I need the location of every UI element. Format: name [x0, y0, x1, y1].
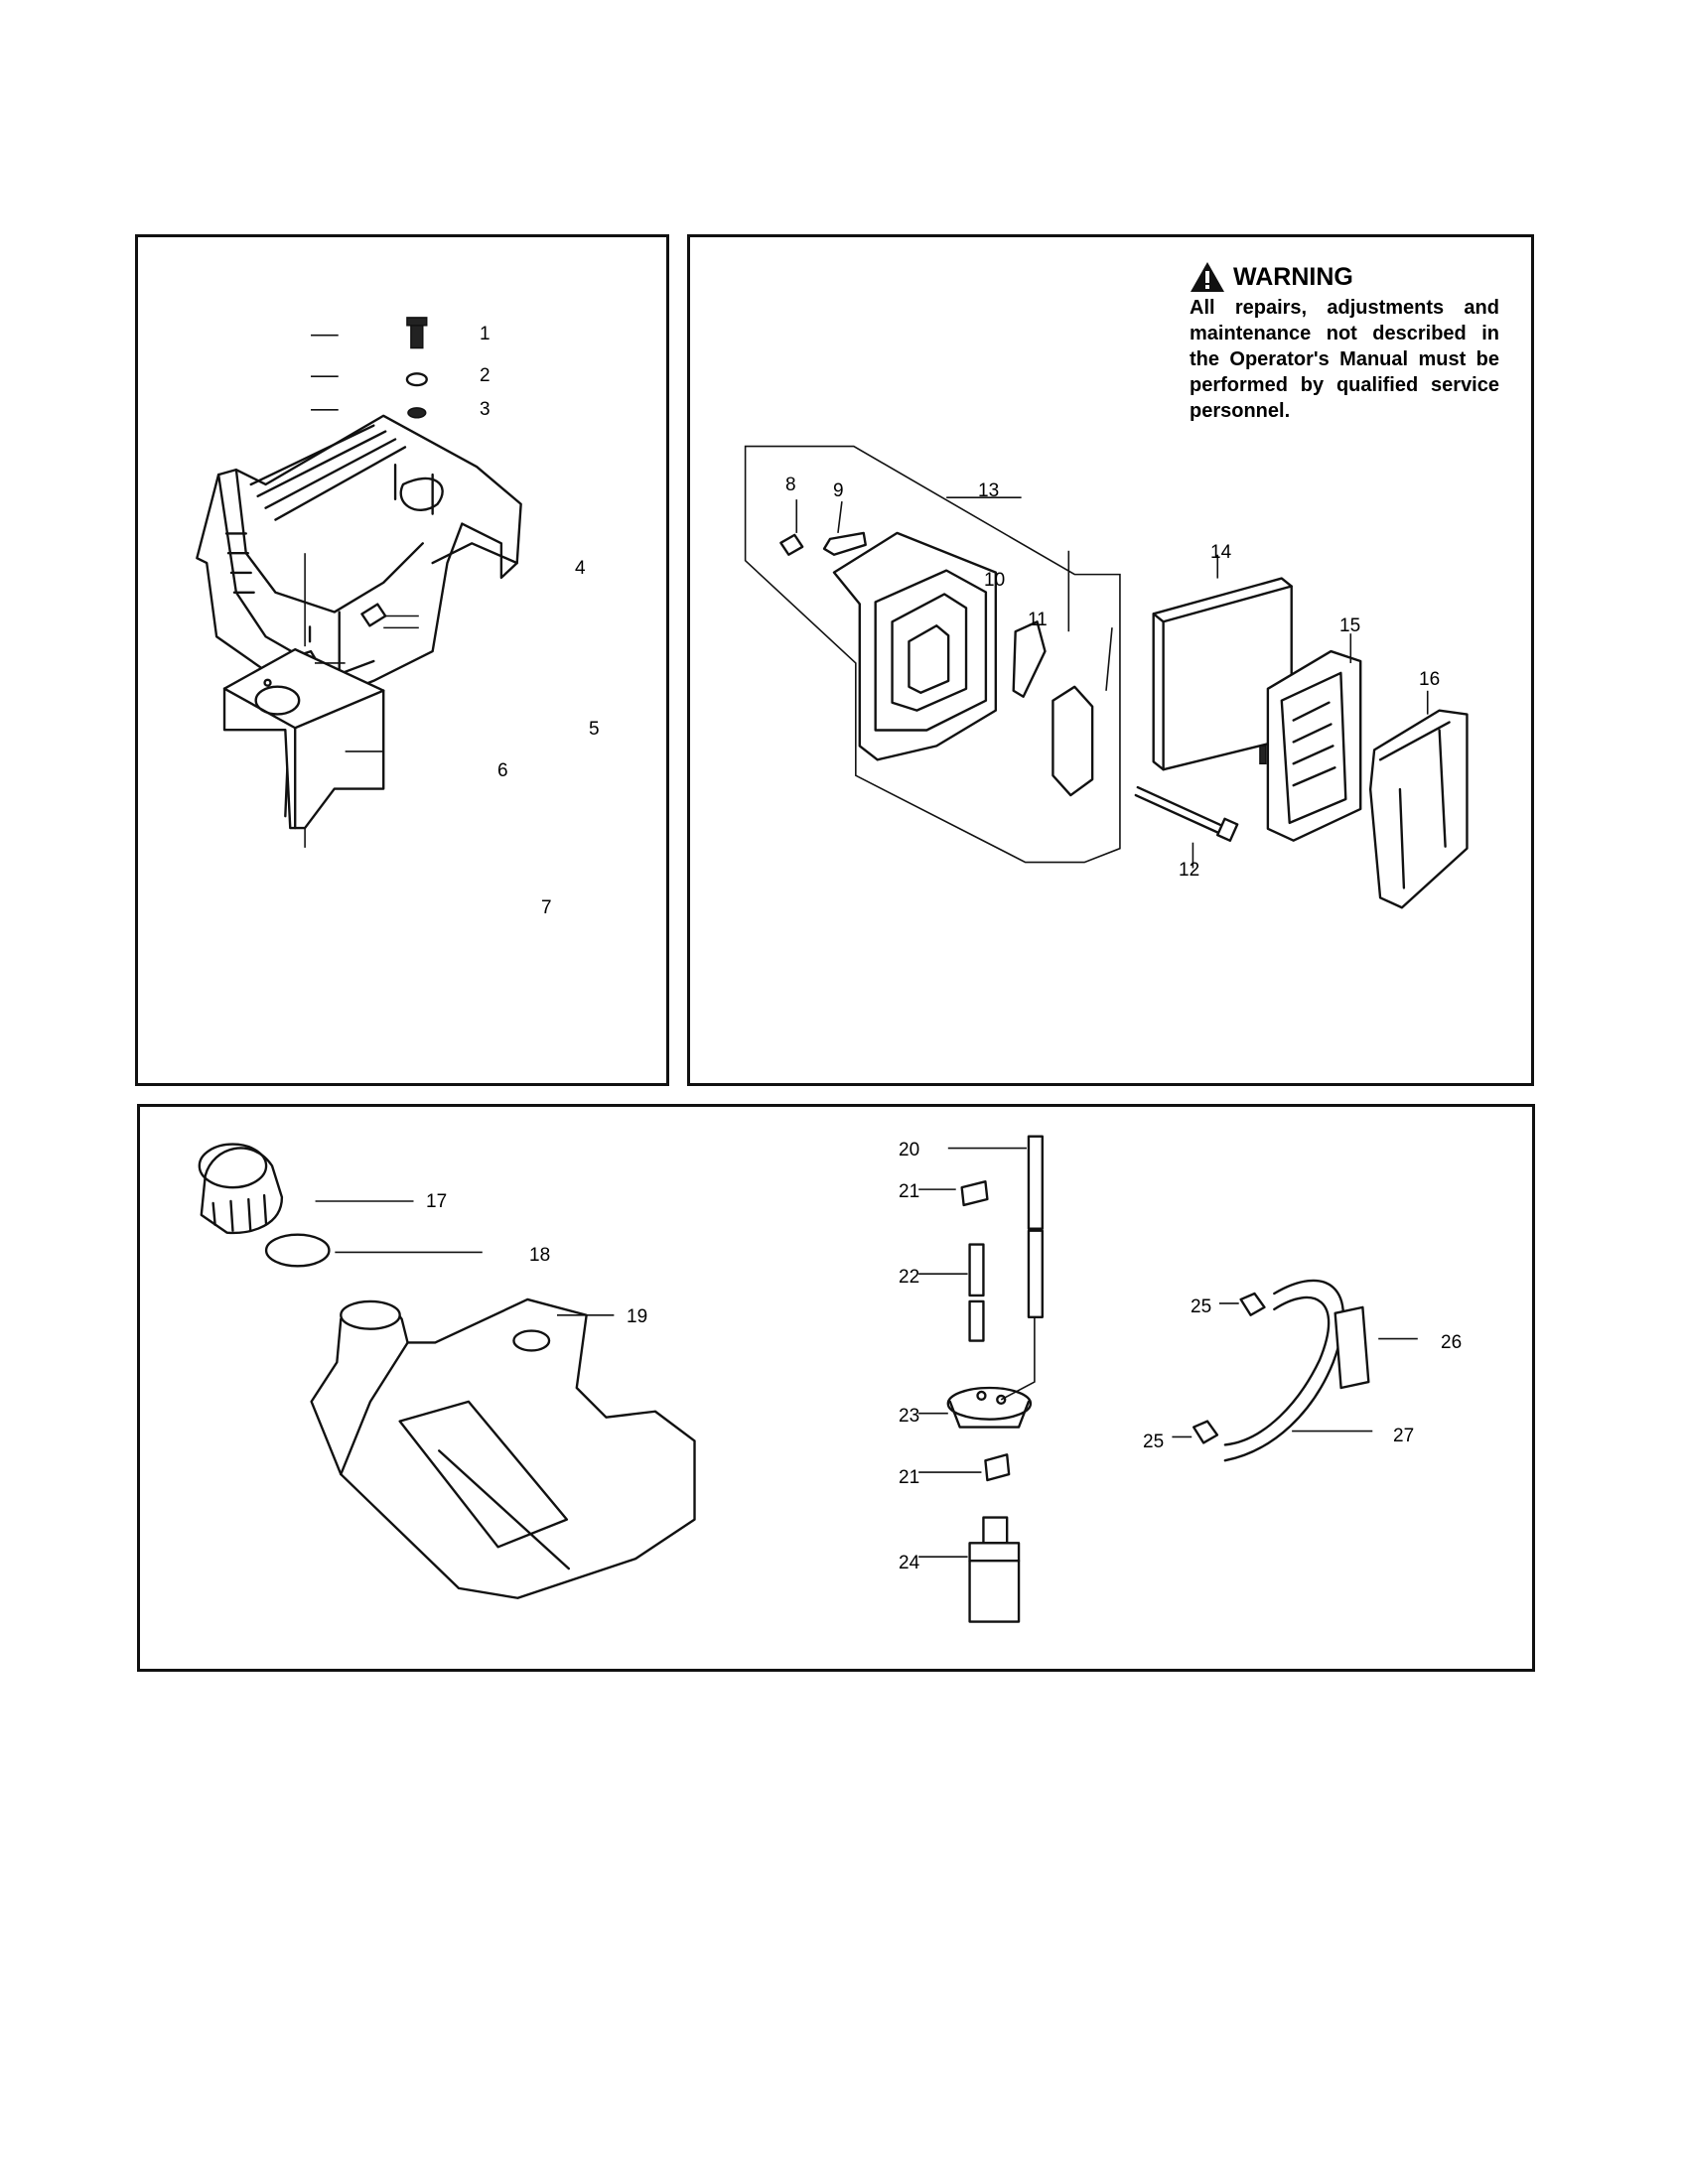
clamp-upper-part: [1239, 1292, 1266, 1316]
callout-1: 1: [480, 324, 491, 344]
callout-4: 4: [575, 558, 586, 579]
vent-hose-part: [1223, 1279, 1345, 1462]
choke-shutter-part: [1052, 685, 1094, 797]
fuel-line-part: [1027, 1135, 1044, 1318]
long-bolt-part: [1134, 785, 1239, 842]
callout-26: 26: [1441, 1332, 1463, 1353]
callout-25-upper: 25: [1191, 1297, 1212, 1317]
air-filter-base-part: [832, 531, 998, 761]
screw-part: [406, 317, 428, 349]
callout-10: 10: [984, 570, 1006, 591]
washer-part: [405, 372, 428, 387]
callout-19: 19: [627, 1306, 648, 1327]
warning-title: WARNING: [1233, 263, 1353, 291]
warning-triangle-icon: [1191, 262, 1224, 292]
screw-9-part: [822, 531, 867, 556]
lock-washer-part: [407, 407, 427, 419]
fuel-system-exploded-drawing: [198, 1135, 1418, 1623]
callout-21-lower: 21: [899, 1467, 920, 1488]
filter-cover-part: [1368, 709, 1469, 909]
callout-8: 8: [785, 475, 796, 495]
callout-27: 27: [1393, 1426, 1415, 1446]
callout-15: 15: [1339, 615, 1361, 636]
panel-fuel-system: 17 18 19 20 21 22 23 21 24 25 25 26 27: [137, 1104, 1535, 1672]
grommet-part: [960, 1180, 989, 1207]
panel-engine-shroud: 1 2 3 4 5 6 7: [135, 234, 669, 1086]
callout-22: 22: [899, 1267, 920, 1288]
warning-heading: WARNING: [1190, 261, 1499, 293]
return-line-part: [968, 1243, 985, 1342]
lower-grommet-part: [984, 1453, 1011, 1482]
callout-23: 23: [899, 1406, 920, 1427]
group-outline-13: [744, 445, 1121, 864]
callout-25-lower: 25: [1143, 1432, 1165, 1452]
fuel-cap-part: [198, 1143, 284, 1235]
fuel-tank-part: [310, 1297, 696, 1599]
warning-text: All repairs, adjustments and maintenance…: [1190, 297, 1499, 422]
heat-shield-part: [222, 647, 385, 830]
callout-14: 14: [1210, 542, 1232, 563]
callout-13: 13: [978, 480, 1000, 501]
fuel-filter-part: [968, 1516, 1021, 1623]
callout-2: 2: [480, 365, 491, 386]
filter-holder-part: [1259, 649, 1362, 842]
shroud-exploded-drawing: [196, 317, 522, 848]
callout-11: 11: [1028, 610, 1048, 630]
air-filter-exploded-drawing: [744, 445, 1469, 909]
tank-grommet-part: [946, 1316, 1036, 1429]
panel-air-filter: 8 9 10 11 12 13 14 15 16 WARNING All rep…: [687, 234, 1534, 1086]
callout-24: 24: [899, 1553, 920, 1573]
warning-notice: WARNING All repairs, adjustments and mai…: [1190, 261, 1499, 424]
callout-6: 6: [497, 760, 508, 781]
callout-7: 7: [541, 897, 552, 918]
callout-3: 3: [480, 399, 491, 420]
callout-17: 17: [426, 1191, 448, 1212]
callout-12: 12: [1179, 860, 1200, 881]
cap-gasket-part: [264, 1233, 331, 1268]
callout-21-upper: 21: [899, 1181, 920, 1202]
callout-5: 5: [589, 719, 600, 740]
clamp-lower-part: [1192, 1420, 1219, 1444]
screw-8-part: [779, 533, 804, 556]
callout-9: 9: [833, 480, 844, 501]
cylinder-shroud-part: [196, 414, 522, 702]
callout-16: 16: [1419, 669, 1441, 690]
choke-lever-part: [1012, 620, 1047, 698]
callout-20: 20: [899, 1140, 920, 1160]
fuel-vent-part: [1333, 1305, 1370, 1390]
callout-18: 18: [529, 1245, 551, 1266]
